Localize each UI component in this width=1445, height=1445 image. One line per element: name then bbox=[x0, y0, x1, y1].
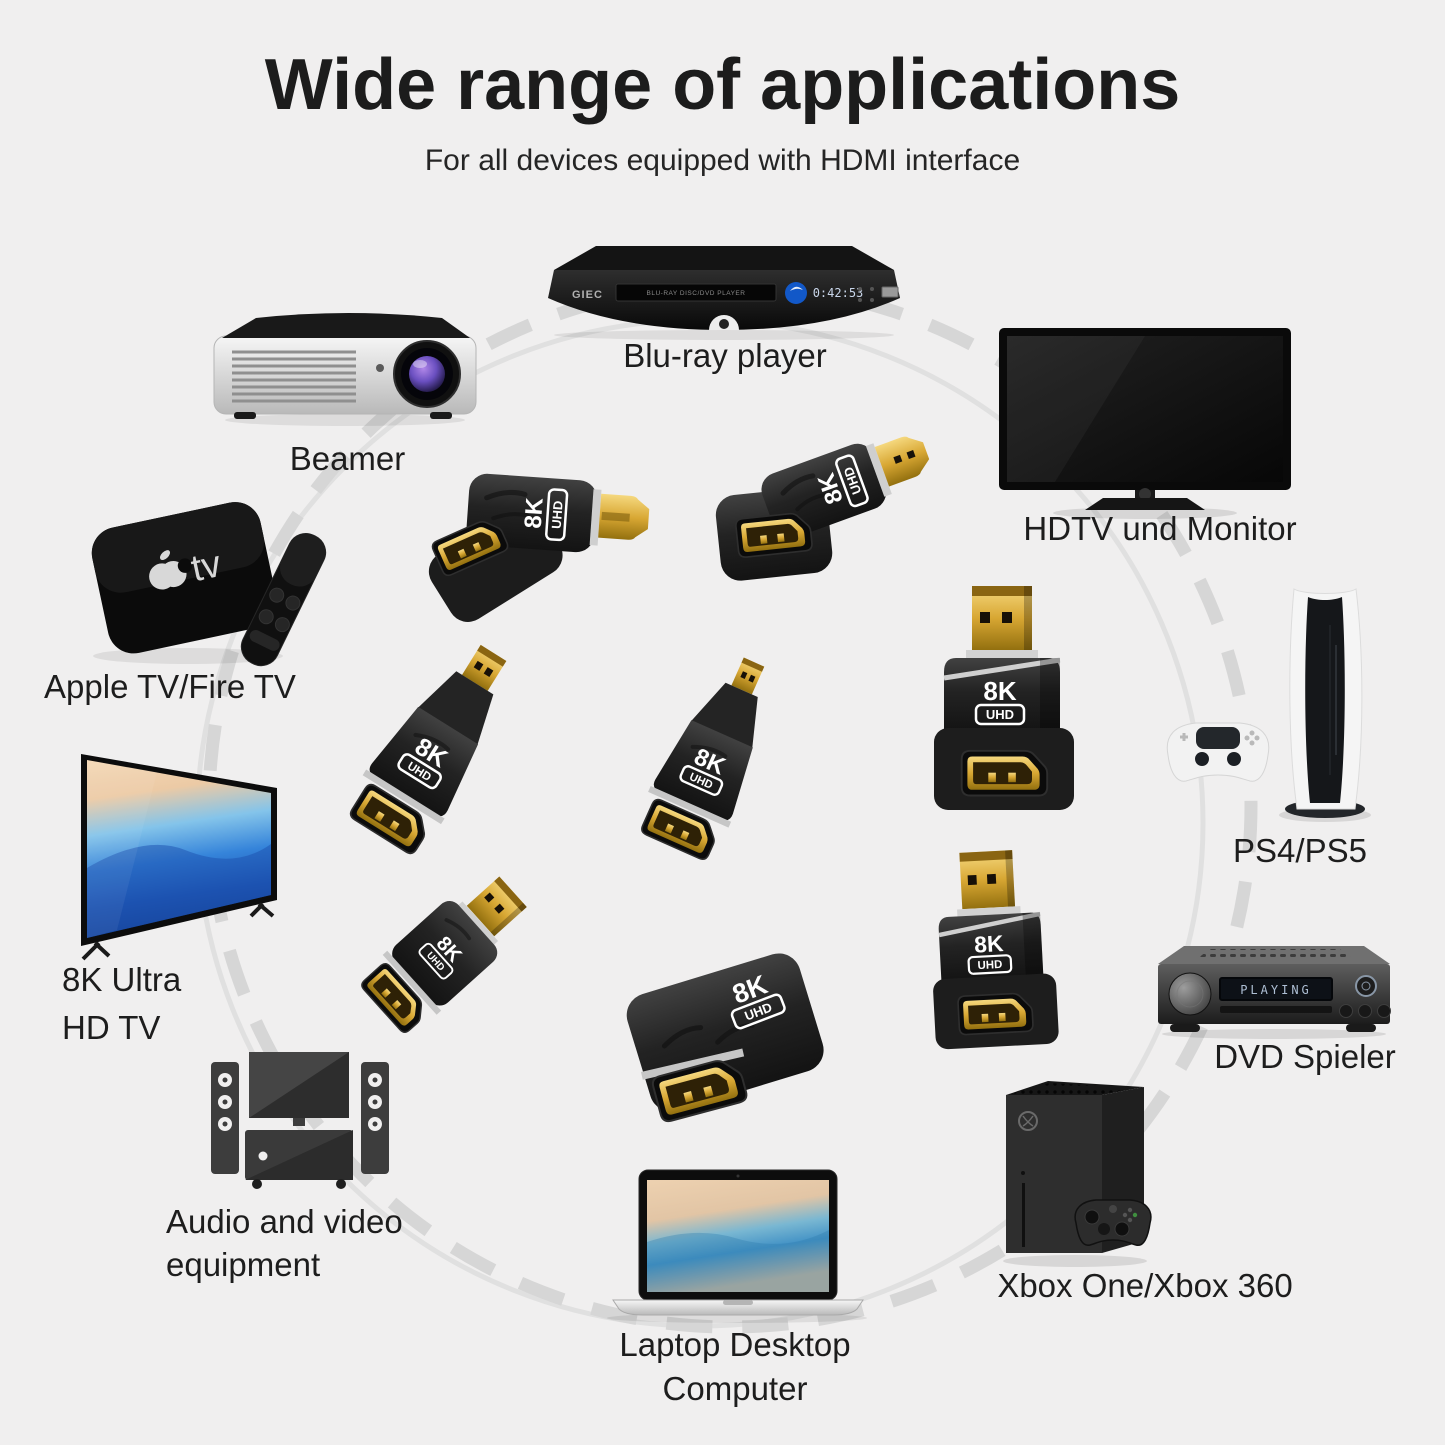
dvd-display: PLAYING bbox=[1240, 983, 1312, 997]
adapter-90deg-up: 8K UHD bbox=[934, 586, 1074, 810]
page-title: Wide range of applications bbox=[264, 45, 1181, 125]
av-label-line2: equipment bbox=[166, 1246, 321, 1283]
power-button-icon bbox=[1355, 975, 1377, 997]
laptop-label-line2: Computer bbox=[662, 1370, 808, 1407]
bluray-logo-icon bbox=[785, 282, 807, 304]
tv-8k-label-line2: HD TV bbox=[62, 1009, 161, 1046]
dvd-label: DVD Spieler bbox=[1214, 1038, 1396, 1075]
svg-text:8K: 8K bbox=[520, 496, 549, 529]
badge-8k-uhd: 8K UHD bbox=[967, 930, 1013, 975]
av-equipment-label: Audio and video equipment bbox=[166, 1200, 446, 1286]
adapter-90deg-flat-left: 8K UHD bbox=[428, 473, 650, 622]
adapter-mini-hdmi: 8K UHD bbox=[347, 644, 507, 857]
svg-text:8K: 8K bbox=[974, 930, 1005, 958]
tv-8k-label: 8K Ultra HD TV bbox=[62, 956, 322, 1052]
laptop-image bbox=[607, 1169, 867, 1323]
bluray-label: Blu-ray player bbox=[623, 337, 827, 374]
svg-text:UHD: UHD bbox=[977, 959, 1002, 972]
usb-port-icon bbox=[881, 286, 899, 298]
beamer-label: Beamer bbox=[289, 440, 406, 477]
xbox-controller-icon bbox=[1074, 1199, 1152, 1246]
laptop-label-line1: Laptop Desktop bbox=[619, 1326, 851, 1363]
apple-tv-image: tv bbox=[91, 502, 327, 667]
xbox-image bbox=[1003, 1081, 1152, 1267]
tv-8k-image bbox=[81, 754, 277, 961]
bluray-brand: GIEC bbox=[572, 289, 603, 301]
laptop-label: Laptop Desktop Computer bbox=[560, 1323, 910, 1411]
ps5-image bbox=[1166, 588, 1371, 822]
apple-remote-icon bbox=[240, 532, 327, 667]
xbox-label: Xbox One/Xbox 360 bbox=[997, 1267, 1293, 1304]
page-subtitle: For all devices equipped with HDMI inter… bbox=[424, 144, 1021, 177]
adapter-male-female: 8K UHD bbox=[358, 876, 527, 1036]
adapter-female-coupler: 8K UHD bbox=[626, 953, 824, 1124]
beamer-image bbox=[213, 313, 477, 426]
av-label-line1: Audio and video bbox=[166, 1203, 403, 1240]
hdtv-label: HDTV und Monitor bbox=[1023, 510, 1297, 547]
badge-8k-uhd: 8K UHD bbox=[974, 676, 1026, 726]
dvd-player-image: PLAYING bbox=[1158, 946, 1391, 1039]
ps-label: PS4/PS5 bbox=[1233, 832, 1367, 869]
apple-tv-label: Apple TV/Fire TV bbox=[44, 668, 296, 705]
xbox-logo-icon bbox=[1018, 1111, 1038, 1131]
adapter-270deg-up: 8K UHD bbox=[933, 850, 1059, 1050]
tv-8k-label-line1: 8K Ultra bbox=[62, 961, 182, 998]
bluray-player-image: GIEC BLU-RAY DISC/DVD PLAYER 0:42:53 bbox=[548, 246, 900, 340]
vent-lines bbox=[232, 350, 356, 403]
ps5-console bbox=[1285, 588, 1365, 818]
badge-8k-uhd: 8K UHD bbox=[520, 488, 569, 542]
svg-text:UHD: UHD bbox=[549, 500, 566, 529]
bluray-tray-text: BLU-RAY DISC/DVD PLAYER bbox=[647, 290, 746, 297]
svg-text:UHD: UHD bbox=[986, 707, 1014, 722]
hdtv-image bbox=[999, 328, 1291, 519]
adapter-micro-hdmi: 8K UHD bbox=[639, 657, 765, 863]
svg-text:8K: 8K bbox=[983, 676, 1016, 706]
ps5-controller bbox=[1166, 722, 1270, 782]
dvd-knob-icon bbox=[1168, 972, 1212, 1016]
av-equipment-icon bbox=[211, 1052, 389, 1189]
bluray-display: 0:42:53 bbox=[813, 286, 864, 300]
adapter-90deg-flat-right: 8K UHD bbox=[715, 436, 930, 581]
